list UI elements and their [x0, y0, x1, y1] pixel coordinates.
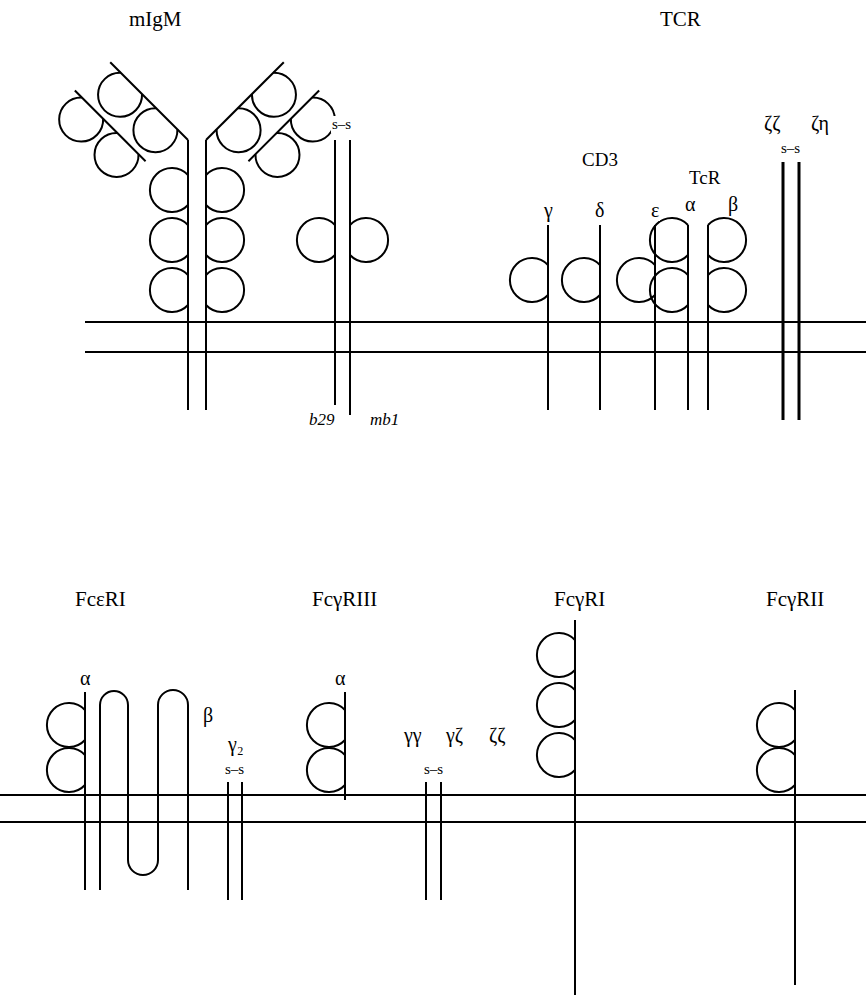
fc-gamma-ri — [537, 620, 575, 995]
chain-name: ε — [650, 199, 660, 221]
chain-name: α — [684, 193, 696, 215]
gene-name: b29 — [308, 411, 336, 430]
chain-name: TcR — [688, 168, 721, 189]
tcr-complex — [510, 162, 799, 420]
igm-molecule — [48, 59, 346, 410]
chain-name: β — [202, 704, 214, 726]
disulfide-label: s–s — [780, 140, 801, 157]
fc-gamma-riii — [307, 692, 441, 900]
receptor-name: FcγRI — [553, 588, 606, 611]
receptor-name: FcγRII — [765, 588, 825, 611]
chain-name: γ₂ — [227, 733, 245, 755]
molecule-name: mIgM — [128, 8, 183, 31]
molecule-name: TCR — [659, 8, 702, 31]
disulfide-label: s–s — [224, 761, 245, 778]
chain-name: ζζ — [488, 724, 507, 746]
fc-gamma-rii — [757, 690, 795, 985]
membrane-lines — [0, 322, 866, 822]
disulfide-label: s–s — [331, 116, 352, 133]
chain-name: ζη — [810, 112, 830, 134]
chain-name: α — [334, 667, 346, 689]
receptor-name: FcεRI — [74, 588, 127, 611]
gene-name: mb1 — [369, 411, 400, 430]
disulfide-label: s–s — [423, 761, 444, 778]
chain-name: ζζ — [763, 112, 782, 134]
receptor-name: FcγRIII — [311, 588, 378, 611]
fc-epsilon-ri — [47, 690, 242, 900]
complex-name: CD3 — [581, 150, 619, 171]
b29-mb1-chains — [297, 140, 388, 415]
chain-name: γγ — [403, 724, 423, 746]
chain-name: γζ — [445, 724, 464, 746]
chain-name: β — [727, 193, 739, 215]
chain-name: δ — [594, 199, 605, 221]
chain-name: α — [79, 667, 91, 689]
chain-name: γ — [543, 199, 554, 221]
